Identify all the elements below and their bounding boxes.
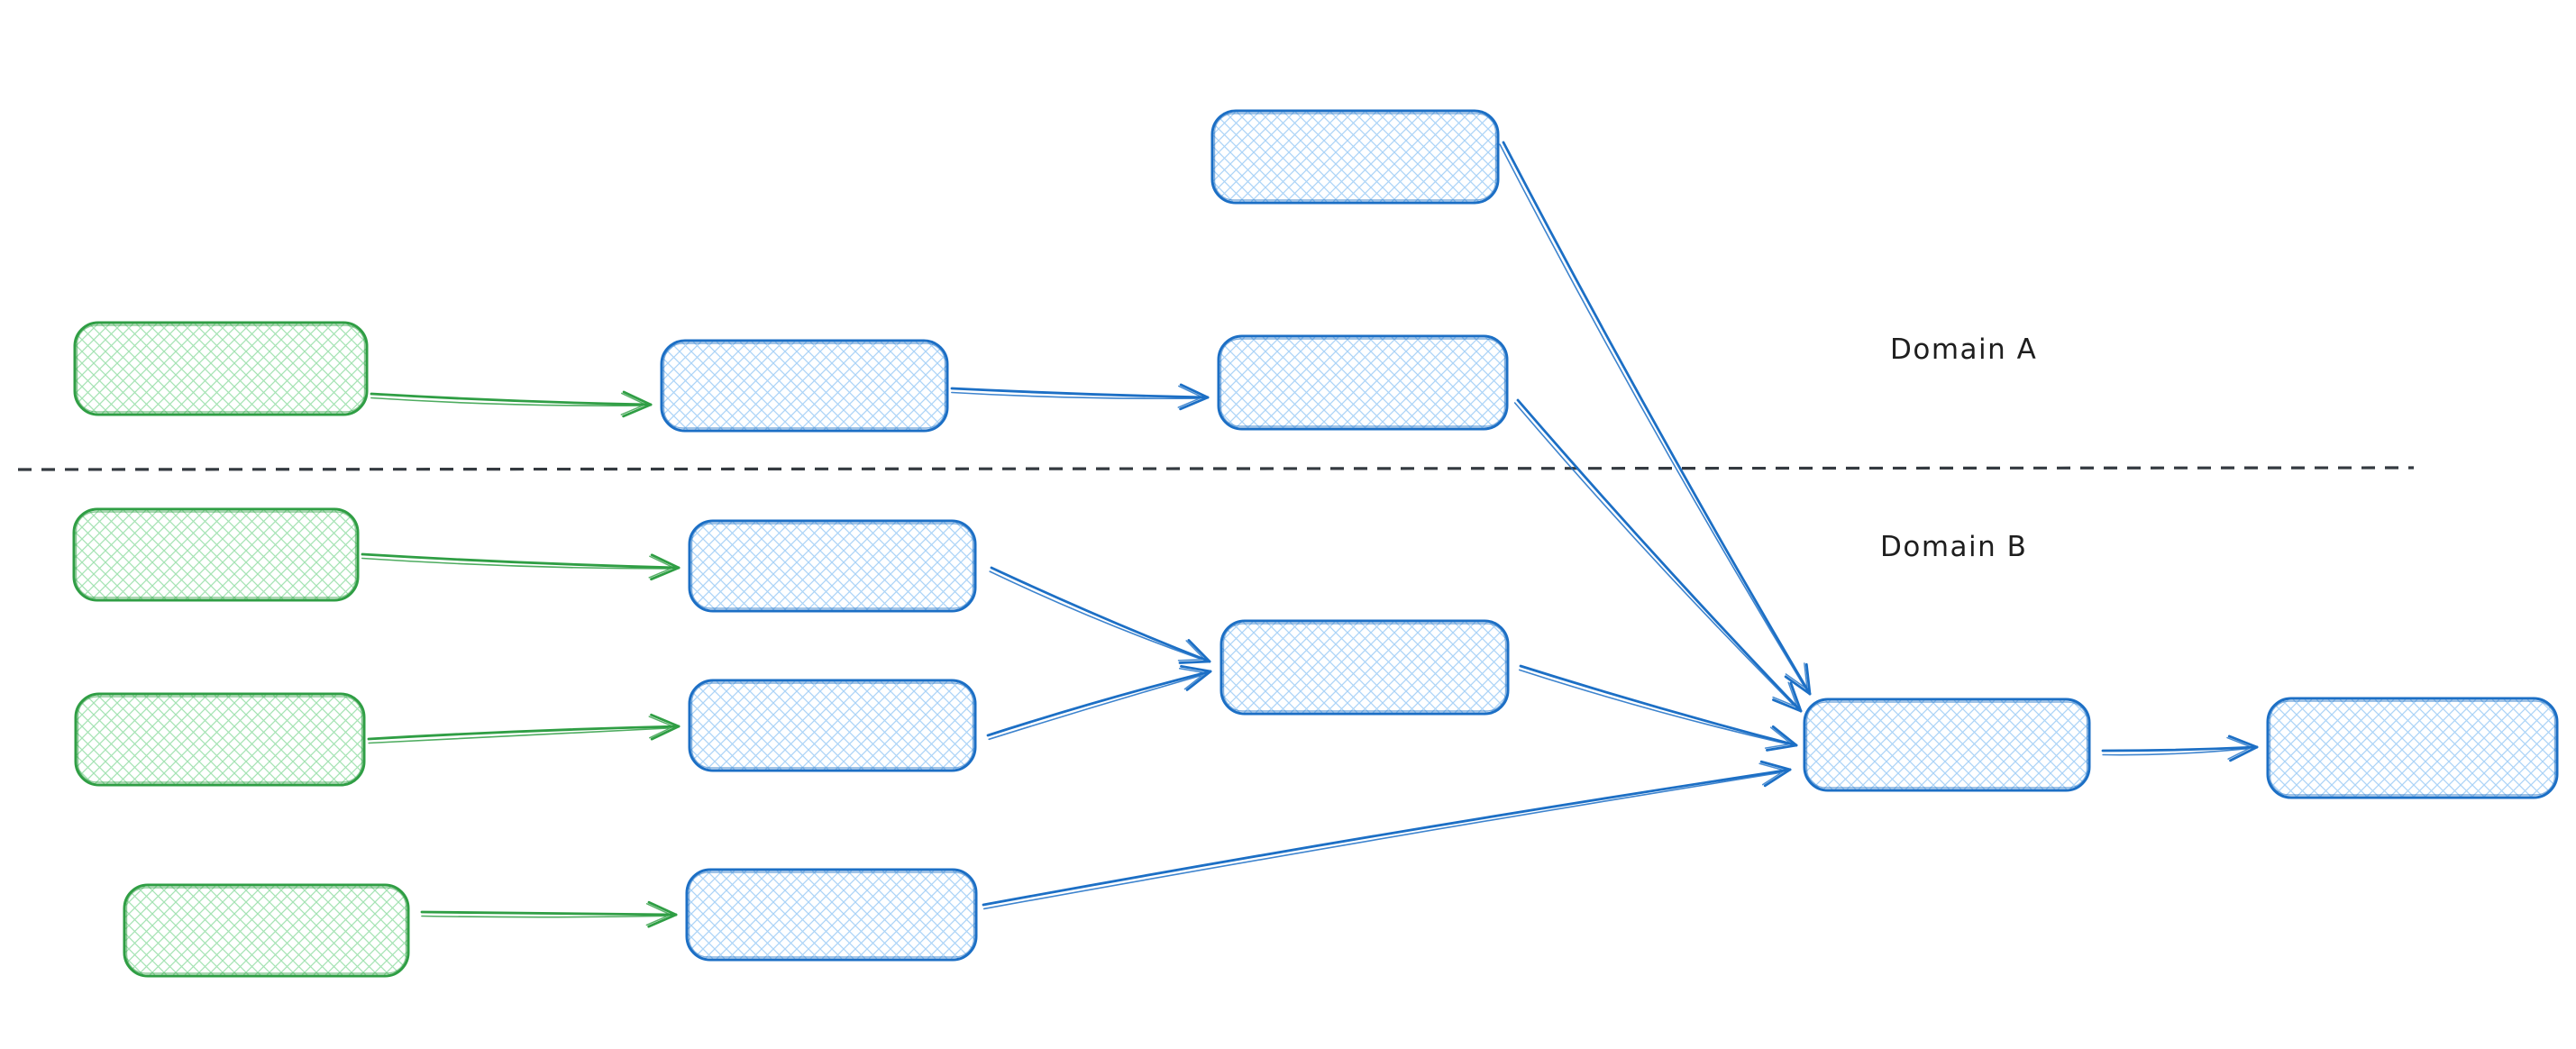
node-process-a2[interactable] bbox=[1217, 334, 1509, 431]
node-source-b2[interactable] bbox=[74, 692, 366, 787]
node-process-b2[interactable] bbox=[688, 679, 977, 772]
node-output[interactable] bbox=[2266, 697, 2559, 799]
edge-source-a-to-process-a1[interactable] bbox=[370, 390, 653, 418]
node-process-b3[interactable] bbox=[685, 868, 978, 962]
edge-process-a2-to-aggregate[interactable] bbox=[1513, 398, 1803, 713]
node-process-b1[interactable] bbox=[688, 519, 977, 613]
edge-source-b2-to-process-b2[interactable] bbox=[367, 713, 681, 744]
node-source-a[interactable] bbox=[73, 321, 369, 416]
edge-external-top-to-aggregate[interactable] bbox=[1499, 141, 1812, 696]
edge-merge-b-to-aggregate[interactable] bbox=[1518, 664, 1798, 752]
edge-process-a1-to-process-a2[interactable] bbox=[950, 383, 1210, 411]
domain-a-label: Domain A bbox=[1890, 333, 2038, 366]
node-merge-b[interactable] bbox=[1219, 619, 1510, 716]
edge-process-b3-to-aggregate[interactable] bbox=[982, 760, 1792, 910]
domain-b-label: Domain B bbox=[1880, 531, 2028, 563]
edge-source-b3-to-process-b3[interactable] bbox=[420, 900, 678, 928]
node-external-top[interactable] bbox=[1210, 109, 1500, 205]
node-source-b3[interactable] bbox=[123, 883, 410, 978]
node-source-b1[interactable] bbox=[72, 507, 360, 602]
edge-aggregate-to-output[interactable] bbox=[2101, 734, 2259, 762]
node-process-a1[interactable] bbox=[660, 339, 949, 433]
edge-source-b1-to-process-b1[interactable] bbox=[361, 552, 681, 581]
node-aggregate[interactable] bbox=[1803, 698, 2091, 792]
edge-process-b2-to-merge-b[interactable] bbox=[986, 664, 1212, 741]
edge-process-b1-to-merge-b[interactable] bbox=[989, 566, 1211, 664]
domain-divider[interactable] bbox=[17, 466, 2415, 471]
